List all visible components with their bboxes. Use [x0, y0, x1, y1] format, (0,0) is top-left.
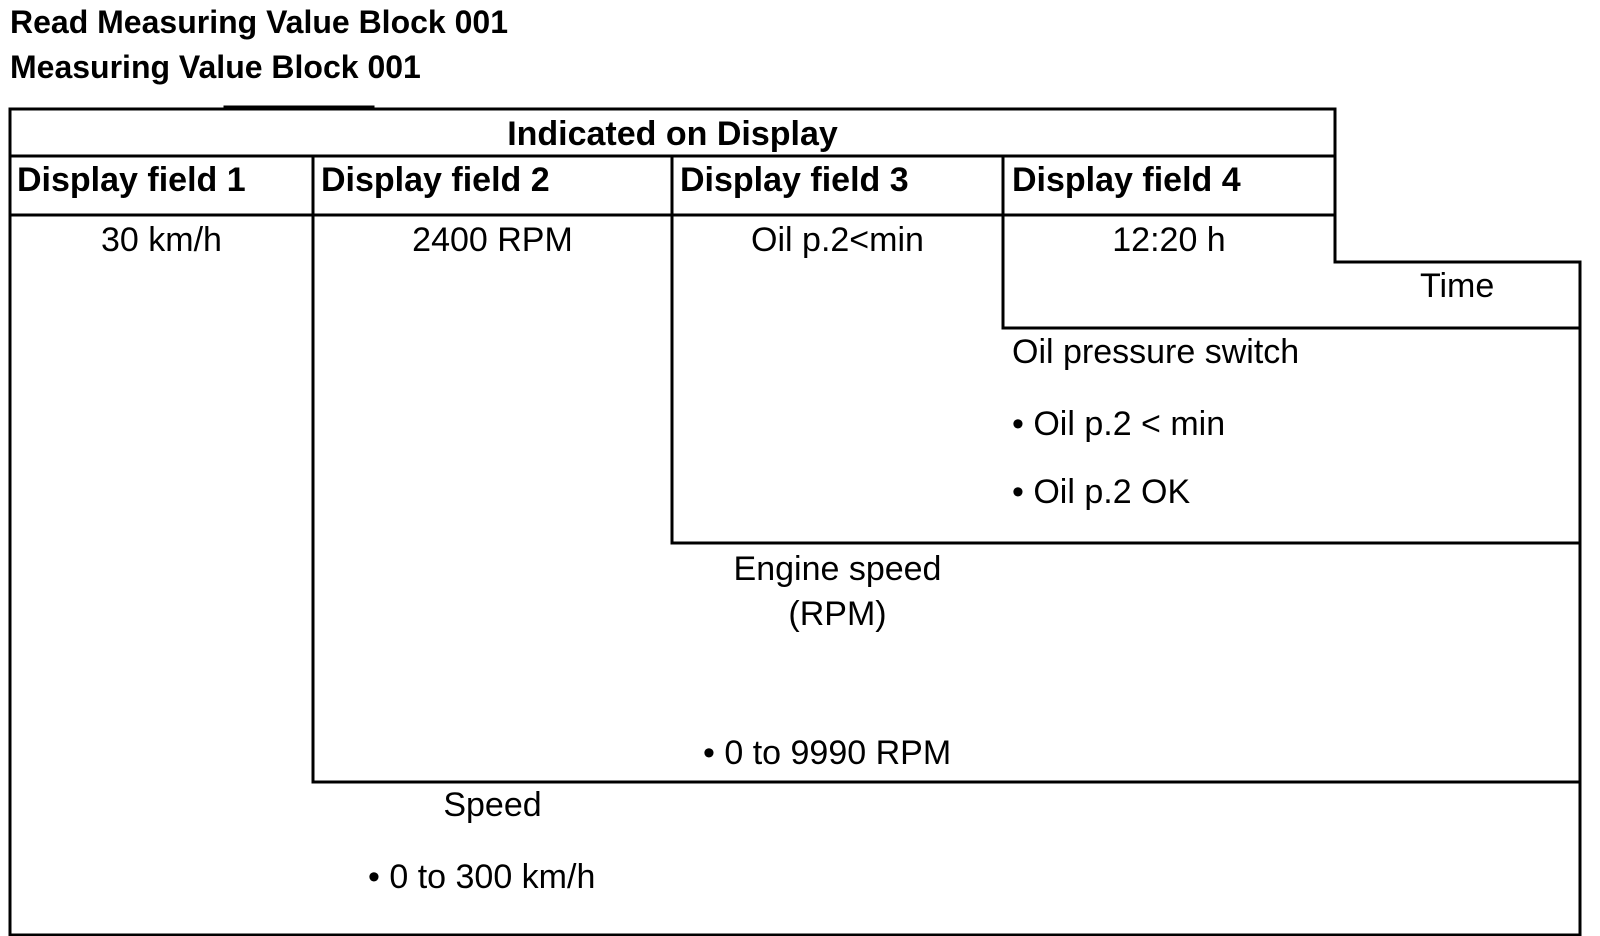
legend-oil-pressure-label: Oil pressure switch [1012, 333, 1300, 371]
legend-engine-speed-range: • 0 to 9990 RPM [703, 734, 952, 772]
column-header-display-field-3: Display field 3 [680, 161, 909, 199]
group-header-indicated-on-display: Indicated on Display [507, 115, 838, 153]
legend-oil-pressure-item-low: • Oil p.2 < min [1012, 405, 1226, 443]
column-header-display-field-1: Display field 1 [17, 161, 246, 199]
value-display-field-3: Oil p.2<min [751, 221, 924, 259]
value-display-field-4: 12:20 h [1112, 221, 1226, 259]
column-header-display-field-4: Display field 4 [1012, 161, 1241, 199]
legend-engine-speed-unit: (RPM) [788, 595, 887, 633]
page-subtitle: Measuring Value Block 001 [10, 49, 421, 85]
legend-speed-label: Speed [443, 786, 542, 824]
page-title: Read Measuring Value Block 001 [10, 4, 508, 40]
legend-oil-pressure-item-ok: • Oil p.2 OK [1012, 473, 1191, 511]
value-display-field-1: 30 km/h [101, 221, 222, 259]
legend-speed-range: • 0 to 300 km/h [368, 858, 596, 896]
value-display-field-2: 2400 RPM [412, 221, 573, 259]
legend-time-label: Time [1420, 267, 1495, 305]
column-header-display-field-2: Display field 2 [321, 161, 550, 199]
legend-engine-speed-label: Engine speed [733, 550, 942, 588]
